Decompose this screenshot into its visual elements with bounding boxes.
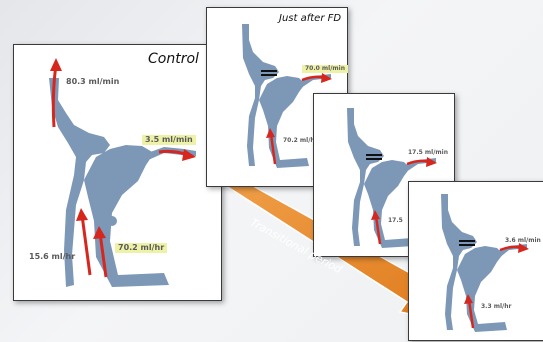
flow-label-right: 17.5 ml/min (408, 150, 448, 156)
panel-late: 3.6 ml/min 3.3 ml/hr (408, 181, 543, 341)
flow-arrow-left (82, 215, 90, 275)
flow-label-center: 17.5 (388, 218, 403, 224)
flow-label-right: 70.0 ml/min (302, 65, 348, 73)
flow-label-center: 3.3 ml/hr (481, 304, 511, 310)
panel-title: Control (148, 51, 199, 67)
vessel-diagram (409, 182, 543, 340)
panel-title: Just after FD (279, 13, 341, 24)
flow-label-center: 70.2 ml/hr (115, 243, 167, 253)
flow-label-right: 3.5 ml/min (142, 135, 196, 145)
panel-control: Control 80.3 ml/min 3.5 ml/min 70.2 ml/h… (13, 44, 222, 301)
flow-label-right: 3.6 ml/min (505, 238, 541, 244)
flow-label-left: 15.6 ml/hr (29, 253, 75, 261)
flow-label-top: 80.3 ml/min (66, 78, 119, 86)
